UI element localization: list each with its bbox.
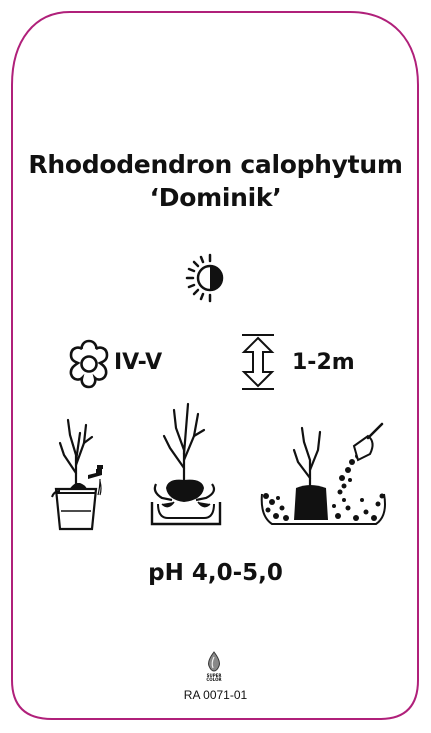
label-code: RA 0071-01 <box>183 688 248 702</box>
sun-half-shade-icon <box>185 253 224 303</box>
soil-ph: pH 4,0-5,0 <box>148 560 283 586</box>
height-arrow-icon <box>241 334 275 390</box>
brand-text: SUPER COLOR <box>206 673 222 682</box>
plant-soil-filling-icon <box>260 422 386 525</box>
plant-in-bucket-icon <box>51 418 103 531</box>
height-range: 1-2m <box>292 350 355 375</box>
plant-name: Rhododendron calophytum <box>28 150 403 179</box>
bloom-period: IV-V <box>114 350 163 375</box>
plant-with-rootball-icon <box>150 402 222 526</box>
brand-logo-icon <box>208 651 220 672</box>
plant-cultivar: ‘Dominik’ <box>149 183 282 212</box>
flower-icon <box>69 339 109 389</box>
